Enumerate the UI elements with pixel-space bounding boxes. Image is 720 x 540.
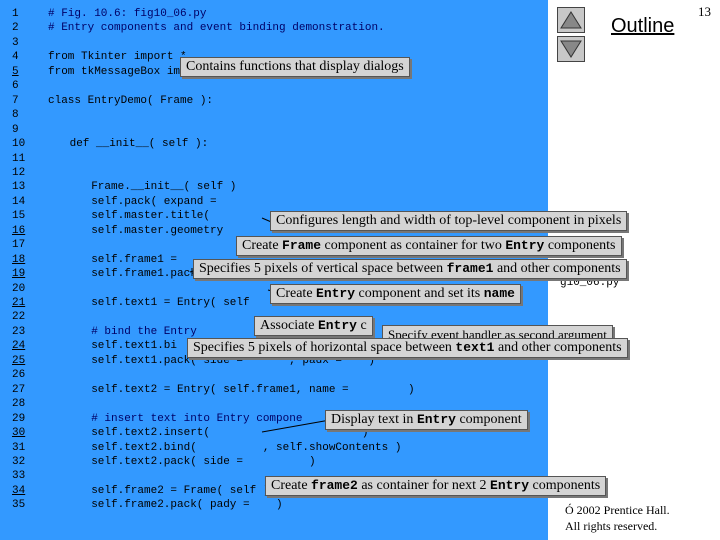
code-line: Frame.__init__( self ) xyxy=(91,181,237,194)
callout-dialogs: Contains functions that display dialogs xyxy=(180,57,410,77)
line-number: 1 xyxy=(12,8,19,20)
callout-associate-entry: Associate Entry c xyxy=(254,316,373,336)
line-number: 14 xyxy=(12,195,26,208)
line-number: 15 xyxy=(12,210,26,223)
code-line: self.text2.bind( , self.showContents ) xyxy=(91,441,402,454)
callout-display-text: Display text in Entry component xyxy=(325,410,528,430)
line-number: 17 xyxy=(12,239,26,252)
code-line: self.text2.pack( side = ) xyxy=(91,455,316,468)
code-line: # insert text into Entry compone xyxy=(91,412,303,425)
line-number: 29 xyxy=(12,412,26,425)
outline-link[interactable]: Outline xyxy=(611,15,675,37)
up-arrow-icon xyxy=(560,11,582,29)
line-number: 3 xyxy=(12,36,19,49)
code-line: self.frame2 = Frame( self ) xyxy=(91,484,270,497)
callout-geometry: Configures length and width of top-level… xyxy=(270,211,628,231)
line-number: 35 xyxy=(12,499,26,512)
code-line: self.master.geometry xyxy=(91,224,224,237)
line-number: 25 xyxy=(12,354,26,367)
copyright-notice: Ó 2002 Prentice Hall. All rights reserve… xyxy=(565,502,670,534)
line-number: 26 xyxy=(12,369,26,382)
line-number: 19 xyxy=(12,268,26,281)
code-line: # Entry components and event binding dem… xyxy=(48,22,385,35)
line-number: 28 xyxy=(12,398,26,411)
code-line: class EntryDemo( Frame ): xyxy=(48,94,214,107)
line-number: 4 xyxy=(12,51,19,64)
callout-vertical-space: Specifies 5 pixels of vertical space bet… xyxy=(193,259,627,279)
code-line: def __init__( self ): xyxy=(69,138,209,151)
code-line: self.text1.bi xyxy=(91,340,178,353)
line-number: 20 xyxy=(12,282,26,295)
line-number: 12 xyxy=(12,166,26,179)
next-slide-button[interactable] xyxy=(557,36,585,62)
callout-create-entry: Create Entry component and set its name xyxy=(270,284,521,304)
line-number: 30 xyxy=(12,427,26,440)
down-arrow-icon xyxy=(560,40,582,58)
line-number: 21 xyxy=(12,297,26,309)
copyright-line-2: All rights reserved. xyxy=(565,519,658,533)
line-number: 11 xyxy=(12,152,26,165)
code-line: self.text2 = Entry( self.frame1, name = … xyxy=(91,383,415,396)
code-line: self.text2.insert( ) xyxy=(91,427,369,440)
code-line: self.text1 = Entry( self xyxy=(91,297,250,309)
line-number: 22 xyxy=(12,311,26,324)
line-number: 6 xyxy=(12,80,19,93)
code-line: # Fig. 10.6: fig10_06.py xyxy=(48,8,207,20)
line-number: 13 xyxy=(12,181,26,194)
code-line: self.pack( expand = xyxy=(91,195,224,208)
code-line: # bind the Entry xyxy=(91,325,197,338)
line-number: 34 xyxy=(12,484,26,497)
page-number: 13 xyxy=(698,4,711,19)
callout-frame2: Create frame2 as container for next 2 En… xyxy=(265,476,607,496)
line-number: 33 xyxy=(12,470,26,483)
code-line: self.frame2.pack( pady = ) xyxy=(91,499,283,512)
line-number: 18 xyxy=(12,253,26,266)
callout-horizontal-space: Specifies 5 pixels of horizontal space b… xyxy=(187,338,628,358)
line-number: 5 xyxy=(12,65,19,78)
line-number: 7 xyxy=(12,94,19,107)
code-fragment-filename: g10_06.py xyxy=(560,277,620,289)
line-number: 24 xyxy=(12,340,26,353)
line-number: 23 xyxy=(12,325,26,338)
line-number: 27 xyxy=(12,383,26,396)
line-number: 10 xyxy=(12,138,26,151)
line-number: 31 xyxy=(12,441,26,454)
previous-slide-button[interactable] xyxy=(557,7,585,33)
line-number: 9 xyxy=(12,123,19,136)
callout-frame-container: Create Frame component as container for … xyxy=(236,236,622,256)
line-number: 32 xyxy=(12,455,26,468)
line-number: 8 xyxy=(12,109,19,122)
code-line: self.frame1 = xyxy=(91,253,178,266)
line-number: 2 xyxy=(12,22,19,35)
code-line: self.master.title( xyxy=(91,210,217,223)
line-number: 16 xyxy=(12,224,26,237)
copyright-line-1: Ó 2002 Prentice Hall. xyxy=(565,503,670,517)
